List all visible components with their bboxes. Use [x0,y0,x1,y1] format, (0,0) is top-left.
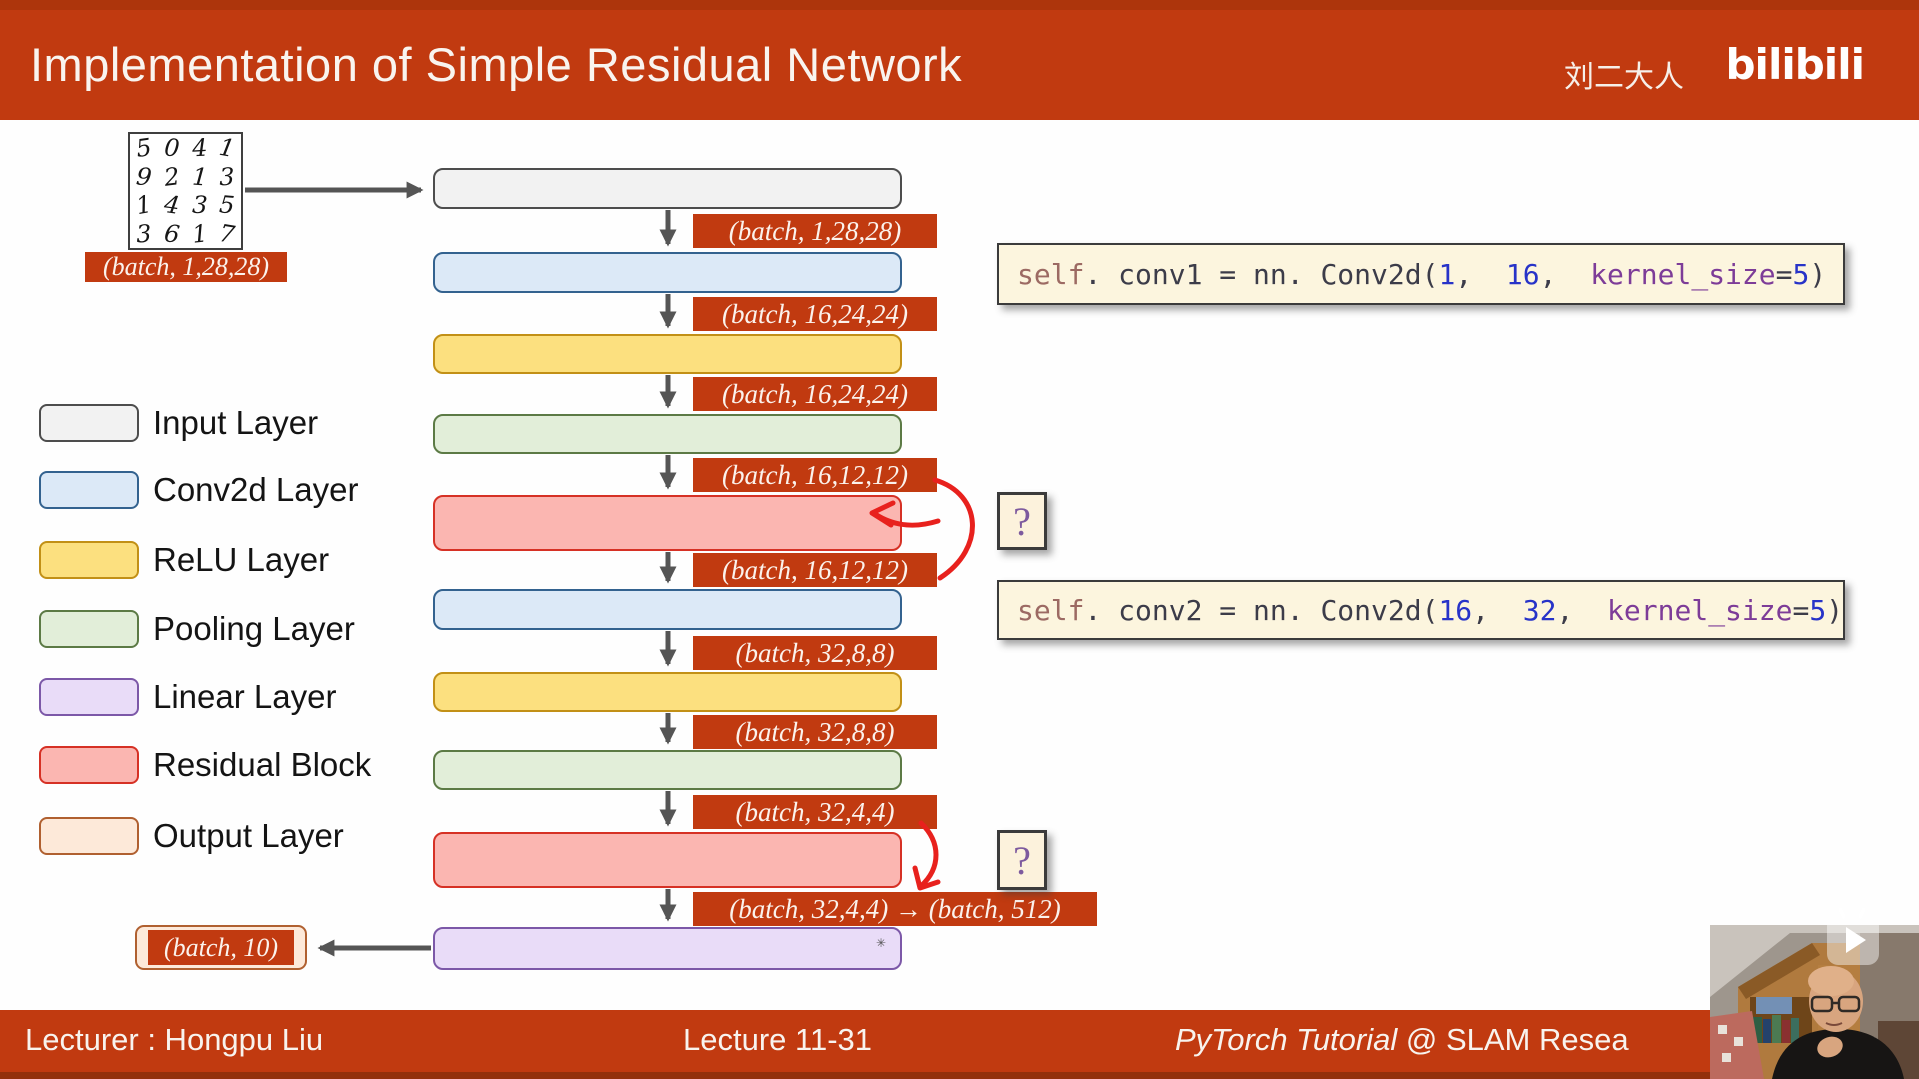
question-box-2: ? [997,830,1047,890]
legend-label: Pooling Layer [153,610,355,647]
code-token: ) [1826,593,1844,627]
code-token: , [1455,257,1506,291]
code-token: kernel_size [1590,257,1776,291]
flow-box-linear [433,927,902,970]
question-box-1: ? [997,492,1047,550]
legend-swatch [39,541,139,579]
legend-label: Output Layer [153,817,344,854]
tensor-shape-label: (batch, 16,24,24) [693,297,937,331]
tensor-shape-label: (batch, 32,4,4) [693,795,937,829]
tensor-shape-label: (batch, 16,24,24) [693,377,937,411]
code-token: self [1017,593,1085,627]
mnist-digit: 3 [135,219,153,249]
tensor-shape-label: (batch, 16,12,12) [693,553,937,587]
mnist-digit: 9 [134,162,153,192]
mnist-digit: 2 [162,161,181,192]
legend-item-relu-layer: ReLU Layer [39,541,329,579]
legend-swatch [39,746,139,784]
page-title: Implementation of Simple Residual Networ… [30,37,963,91]
ink-annotation-residual-2 [912,820,941,891]
tensor-shape-label: (batch, 32,8,8) [693,636,937,670]
flow-box-residual [433,495,902,551]
webcam-scene [1710,925,1919,1079]
mnist-digit: 4 [162,190,182,221]
flow-box-residual [433,832,902,888]
bilibili-logo: bilibili [1725,40,1865,89]
code-snippet-conv2: self. conv2 = nn. Conv2d(16, 32, kernel_… [997,580,1845,640]
course-title-rest: @ SLAM Resea [1397,1022,1629,1057]
legend-swatch [39,817,139,855]
mnist-digit: 1 [217,133,238,164]
flow-box-conv [433,252,902,293]
tensor-shape-label: (batch, 32,4,4) → (batch, 512) [693,892,1097,926]
code-token: . conv2 = nn. Conv2d( [1084,593,1439,627]
legend-item-residual-block: Residual Block [39,746,371,784]
bilibili-play-icon [1827,906,1879,965]
code-token: ) [1809,257,1827,291]
code-snippet-conv1: self. conv1 = nn. Conv2d(1, 16, kernel_s… [997,243,1845,305]
mnist-digit: 5 [134,133,154,164]
flow-box-input [433,168,902,209]
course-label: PyTorch Tutorial @ SLAM Resea [1175,1022,1629,1058]
legend-swatch [39,404,139,442]
legend-item-input-layer: Input Layer [39,404,318,442]
mnist-digit: 1 [190,162,208,192]
output-box: (batch, 10) [135,925,307,970]
tensor-shape-label: (batch, 1,28,28) [693,214,937,248]
tensor-shape-label: (batch, 32,8,8) [693,715,937,749]
flow-box-pool [433,750,902,790]
legend-item-linear-layer: Linear Layer [39,678,336,716]
channel-name: 刘二大人 [1564,61,1684,94]
code-token: 16 [1438,593,1473,627]
legend-item-output-layer: Output Layer [39,817,344,855]
code-token: , [1539,257,1591,291]
mnist-digit: 3 [219,162,236,192]
legend-swatch [39,678,139,716]
legend-swatch [39,610,139,648]
cursor-artifact: ✳ [876,936,887,950]
code-token: 16 [1505,257,1540,291]
legend-label: Conv2d Layer [153,471,359,508]
flow-box-relu [433,334,902,374]
lecture-number: Lecture 11-31 [683,1022,872,1057]
mnist-digit: 7 [217,218,237,249]
code-token: = [1792,593,1810,627]
legend-item-conv2d-layer: Conv2d Layer [39,471,358,509]
legend-label: Residual Block [153,746,372,783]
tensor-shape-label: (batch, 16,12,12) [693,458,937,492]
lecturer-label: Lecturer : Hongpu Liu [25,1022,324,1057]
code-token: 5 [1792,257,1810,291]
legend-label: Linear Layer [153,678,337,715]
output-shape-label: (batch, 10) [148,930,294,965]
code-token: . conv1 = nn. Conv2d( [1084,257,1439,291]
footer-bar [0,1010,1919,1079]
mnist-digit: 6 [162,218,181,249]
code-token: self [1017,257,1085,291]
code-token: 5 [1809,593,1827,627]
input-shape-label: (batch, 1,28,28) [85,252,287,282]
footer-bottom-strip [0,1072,1919,1079]
code-token: 1 [1438,257,1456,291]
mnist-digit: 5 [218,190,236,220]
code-token: , [1472,593,1523,627]
code-token: , [1556,593,1608,627]
header-bar [0,0,1919,120]
flow-box-relu [433,672,902,712]
code-token: 32 [1522,593,1557,627]
code-token: = [1775,257,1793,291]
legend-item-pooling-layer: Pooling Layer [39,610,355,648]
code-token: kernel_size [1607,593,1793,627]
legend-label: ReLU Layer [153,541,330,578]
flow-box-pool [433,414,902,454]
course-title-italic: PyTorch Tutorial [1175,1022,1398,1057]
mnist-digit: 3 [191,190,208,220]
header-top-strip [0,0,1919,10]
webcam-overlay [1710,925,1919,1079]
flow-box-conv [433,589,902,630]
legend-swatch [39,471,139,509]
mnist-digit: 4 [191,133,208,163]
legend-label: Input Layer [153,404,319,441]
mnist-digit: 0 [162,133,181,163]
